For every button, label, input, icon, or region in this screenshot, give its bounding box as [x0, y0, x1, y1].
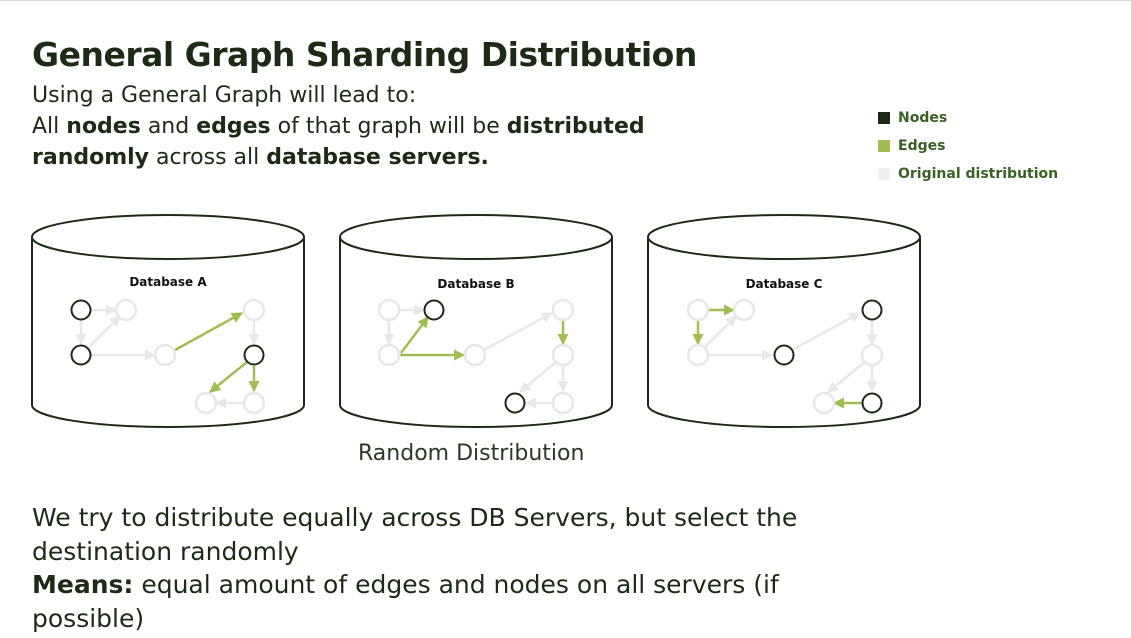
outro-line-2: Means: equal amount of edges and nodes o… — [32, 568, 832, 635]
legend-label: Original distribution — [898, 166, 1059, 182]
database-a: Database A — [31, 214, 305, 428]
means-text: equal amount of edges and nodes on all s… — [32, 570, 779, 633]
cylinder-body — [31, 237, 305, 428]
legend-item-original: Original distribution — [878, 160, 1058, 188]
light-edges — [383, 304, 569, 409]
cylinder-body — [339, 237, 613, 428]
intro-text: Using a General Graph will lead to: All … — [32, 80, 732, 173]
database-label: Database B — [437, 277, 514, 291]
light-edges — [75, 304, 260, 409]
legend-item-edges: Edges — [878, 132, 1058, 160]
page-title: General Graph Sharding Distribution — [32, 35, 697, 74]
cylinder-body — [647, 237, 921, 428]
legend-label: Nodes — [898, 110, 948, 126]
database-b: Database B — [339, 214, 613, 428]
cylinder-top — [647, 214, 921, 260]
database-label: Database C — [746, 277, 823, 291]
light-nodes — [377, 298, 575, 415]
nodes — [423, 299, 526, 414]
edges — [400, 316, 569, 361]
intro-line-2: All nodes and edges of that graph will b… — [32, 111, 732, 173]
diagram-caption: Random Distribution — [358, 441, 585, 466]
intro-line-1: Using a General Graph will lead to: — [32, 83, 417, 108]
nodes — [70, 299, 265, 366]
sharding-diagram: Database A Databa — [31, 214, 921, 428]
intro-bold-servers: database servers. — [266, 145, 489, 170]
cylinder-top — [31, 214, 305, 260]
intro-bold-edges: edges — [196, 114, 271, 139]
intro-text-segment: All — [32, 114, 67, 139]
cylinder-top — [339, 214, 613, 260]
legend: Nodes Edges Original distribution — [878, 104, 1058, 188]
nodes — [773, 299, 883, 414]
intro-text-segment: across all — [149, 145, 267, 170]
light-nodes — [686, 298, 884, 415]
top-divider — [0, 0, 1131, 1]
database-c: Database C — [647, 214, 921, 428]
legend-item-nodes: Nodes — [878, 104, 1058, 132]
means-label: Means: — [32, 570, 134, 599]
outro-line-1: We try to distribute equally across DB S… — [32, 503, 798, 566]
intro-text-segment: of that graph will be — [270, 114, 507, 139]
legend-label: Edges — [898, 138, 946, 154]
database-label: Database A — [129, 275, 207, 289]
intro-text-segment: and — [140, 114, 197, 139]
legend-swatch-edges — [878, 140, 890, 152]
light-nodes — [114, 298, 266, 415]
edges — [174, 311, 260, 393]
intro-bold-distributed: distributed randomly — [32, 114, 645, 170]
legend-swatch-original — [878, 168, 890, 180]
edges — [692, 304, 862, 409]
light-edges — [704, 311, 878, 393]
outro-text: We try to distribute equally across DB S… — [32, 501, 832, 635]
intro-bold-nodes: nodes — [66, 114, 141, 139]
legend-swatch-nodes — [878, 112, 890, 124]
